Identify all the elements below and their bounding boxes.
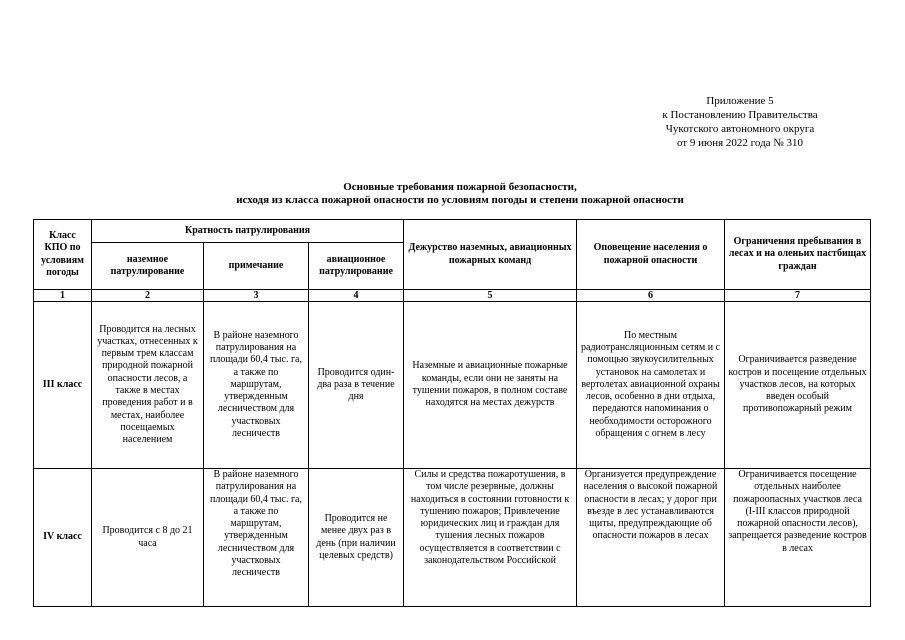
cell-fire-class: III класс <box>33 301 92 469</box>
cell-ground-patrol: Проводится с 8 до 21 часа <box>91 468 204 607</box>
header-note: примечание <box>203 242 309 290</box>
cell-air-patrol: Проводится не менее двух раз в день (при… <box>307 468 405 607</box>
table-row-class-iv: IV класс Проводится с 8 до 21 часа В рай… <box>33 468 872 607</box>
cell-ground-patrol: Проводится на лесных участках, отнесенны… <box>91 301 204 469</box>
appendix-decree-line: к Постановлению Правительства <box>662 109 818 121</box>
cell-note: В районе наземного патрулирования на пло… <box>203 468 309 607</box>
header-air-patrol: авиационное патрулирование <box>307 242 405 290</box>
document-title: Основные требования пожарной безопасност… <box>140 181 780 207</box>
cell-note: В районе наземного патрулирования на пло… <box>203 301 309 469</box>
cell-restrictions: Ограничивается посещение отдельных наибо… <box>724 468 872 607</box>
cell-fire-class: IV класс <box>33 468 92 607</box>
appendix-date-line: от 9 июня 2022 года № 310 <box>676 137 804 149</box>
header-ground-patrol: наземное патрулирование <box>91 242 204 290</box>
header-class-kpo: Класс КПО по условиям погоды <box>33 219 92 290</box>
document-title-line1: Основные требования пожарной безопасност… <box>343 181 577 193</box>
cell-air-patrol: Проводится один-два раза в течение дня <box>307 301 405 469</box>
table-header-row-1: Класс КПО по условиям погоды Кратность п… <box>33 219 872 290</box>
header-duty: Дежурство наземных, авиационных пожарных… <box>403 219 578 290</box>
appendix-region-line: Чукотского автономного округа <box>665 123 815 135</box>
header-patrol-frequency: Кратность патрулирования <box>90 219 405 243</box>
document-title-line2: исходя из класса пожарной опасности по у… <box>236 194 684 206</box>
fire-safety-requirements-table: Класс КПО по условиям погоды Кратность п… <box>33 219 872 607</box>
cell-duty: Силы и средства пожаротушения, в том чис… <box>403 468 578 607</box>
column-number: 5 <box>403 289 578 302</box>
column-number: 7 <box>724 289 872 302</box>
header-restrictions: Ограничения пребывания в лесах и на олен… <box>724 219 872 290</box>
table-header-row-2: наземное патрулирование примечание авиац… <box>34 242 871 290</box>
appendix-number: Приложение 5 <box>706 95 774 107</box>
column-number: 4 <box>307 289 405 302</box>
column-number: 2 <box>91 289 204 302</box>
column-number: 6 <box>576 289 726 302</box>
cell-duty: Наземные и авиационные пожарные команды,… <box>403 301 578 469</box>
column-number: 1 <box>33 289 92 302</box>
column-numbers-row: 1 2 3 4 5 6 7 <box>33 289 872 302</box>
column-number: 3 <box>203 289 309 302</box>
header-notification: Оповещение населения о пожарной опасност… <box>576 219 726 290</box>
cell-restrictions: Ограничивается разведение костров и посе… <box>724 301 872 469</box>
table-row-class-iii: III класс Проводится на лесных участках,… <box>33 301 872 469</box>
cell-notification: По местным радиотрансляционным сетям и с… <box>576 301 726 469</box>
cell-notification: Организуется предупреждение населения о … <box>576 468 726 607</box>
appendix-reference: Приложение 5 к Постановлению Правительст… <box>640 94 840 150</box>
